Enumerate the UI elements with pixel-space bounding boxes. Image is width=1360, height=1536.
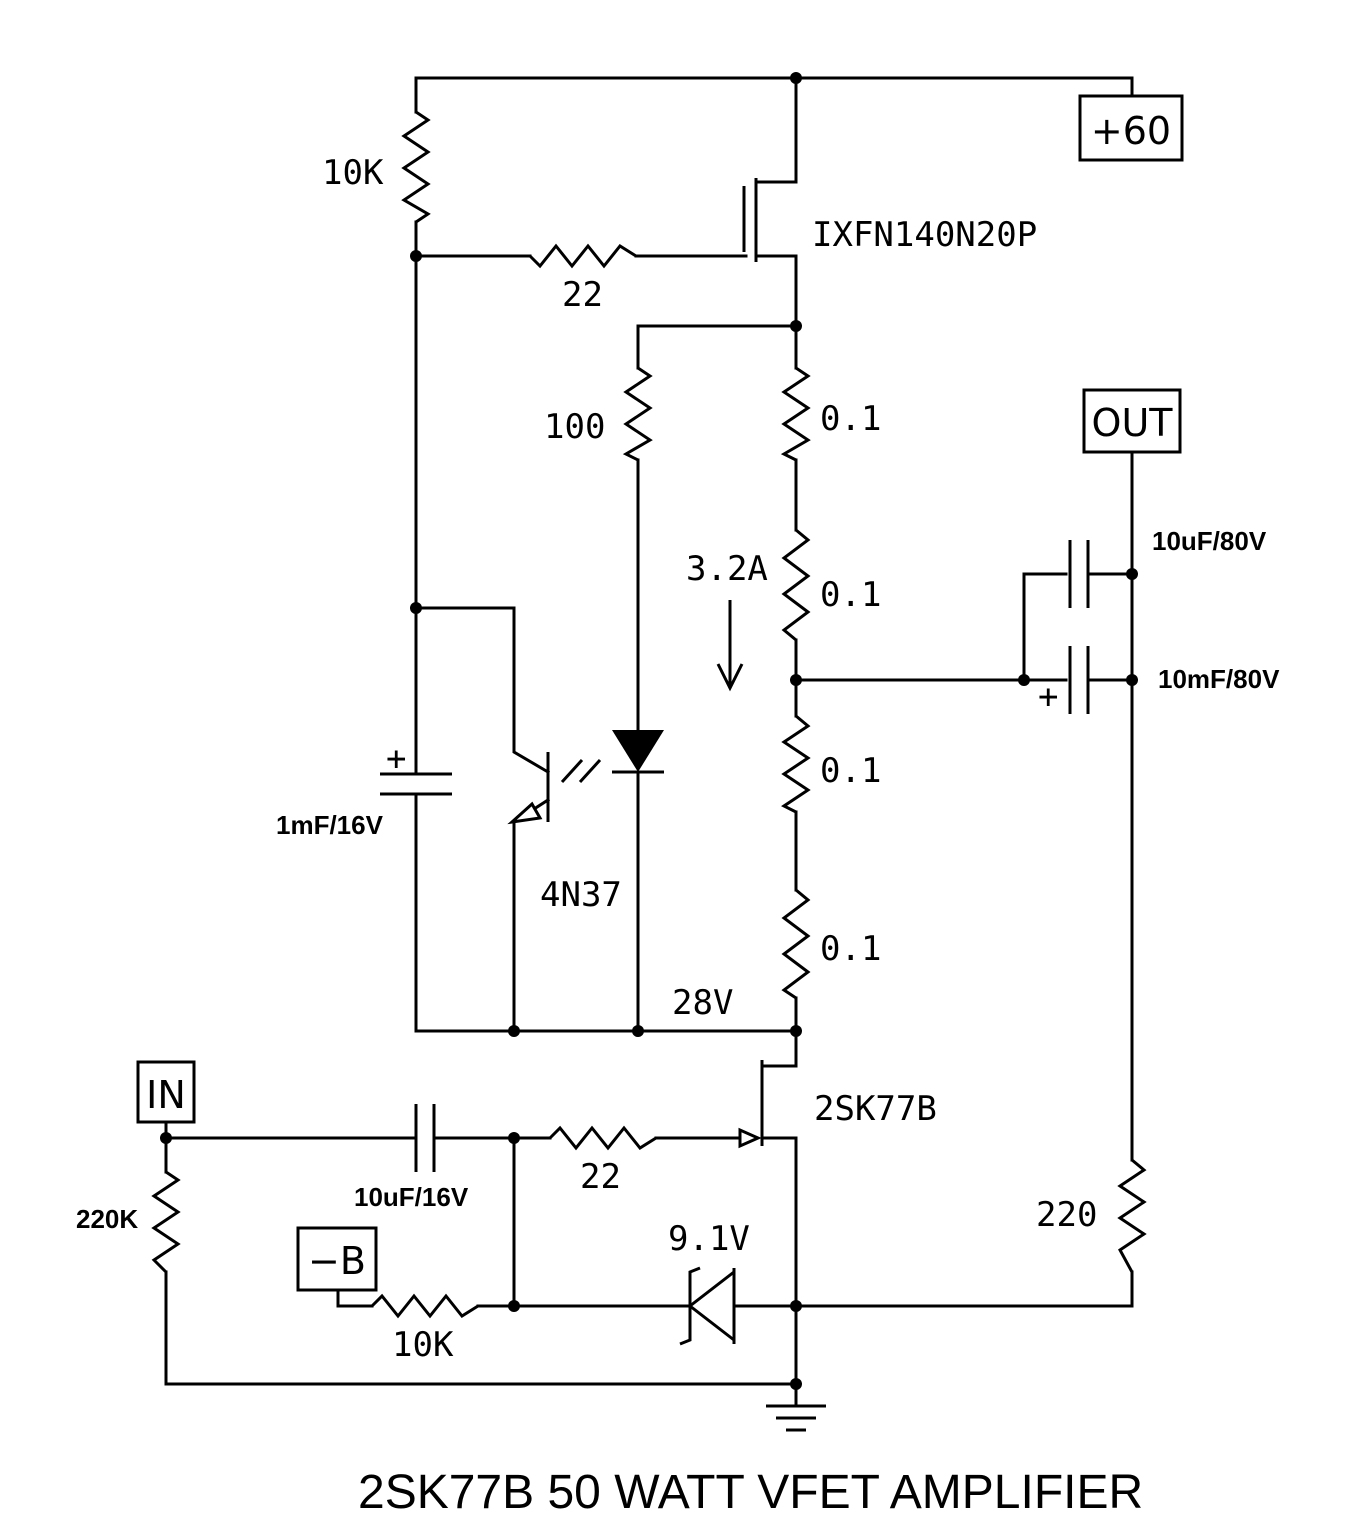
terminal-neg-bias-label: −B: [308, 1239, 366, 1283]
terminal-supply-label: +60: [1091, 109, 1171, 153]
wire-vfet-source: [760, 1136, 798, 1386]
mosfet-symbol: [742, 178, 758, 262]
wire-negb: [336, 1288, 374, 1308]
wire-vfet-drain: [760, 1029, 798, 1068]
wire-opto-collector: [414, 606, 551, 775]
vfet-symbol: [738, 1060, 764, 1149]
polarity-plus-10mf: +: [1038, 677, 1058, 717]
polarity-plus-1mf: +: [386, 739, 406, 779]
label-mosfet: IXFN140N20P: [812, 215, 1037, 255]
resistor-0.1-4: [781, 888, 811, 1000]
resistor-0.1-2: [781, 528, 811, 642]
label-r-sense-2: 0.1: [820, 575, 881, 615]
wire-source: [754, 254, 798, 370]
wire-220k-to-ground: [164, 1270, 798, 1386]
label-r-sense-4: 0.1: [820, 929, 881, 969]
resistor-100: [622, 366, 653, 462]
current-arrow-icon: [716, 600, 744, 692]
label-node-voltage: 28V: [672, 983, 733, 1023]
phototransistor-symbol: [507, 752, 602, 825]
label-r-100: 100: [544, 407, 605, 447]
led-symbol: [612, 730, 664, 774]
label-cap-in: 10uF/16V: [354, 1182, 469, 1212]
capacitor-10mf-80v: [1068, 646, 1090, 714]
capacitor-10uf-80v: [1068, 540, 1090, 608]
label-cap-out-large: 10mF/80V: [1158, 664, 1280, 694]
capacitor-10uf-16v: [414, 1104, 436, 1172]
resistor-220: [1117, 1158, 1147, 1273]
wire-top-rail: [414, 76, 1134, 114]
label-r-sense-1: 0.1: [820, 399, 881, 439]
wire-cap-small-left: [1022, 572, 1068, 682]
label-r-bias-10k: 10K: [392, 1325, 454, 1365]
label-opto: 4N37: [540, 875, 622, 915]
zener-symbol: [679, 1266, 736, 1346]
wire-100-top: [636, 324, 798, 370]
ground-icon: [766, 1404, 826, 1432]
resistor-22-gate: [528, 243, 637, 269]
terminal-box-output: [1082, 388, 1182, 454]
resistor-0.1-1: [780, 366, 811, 462]
resistor-10k-bias: [370, 1293, 479, 1319]
label-r-220: 220: [1036, 1195, 1097, 1235]
capacitor-1mf: [380, 748, 452, 810]
resistor-0.1-3: [781, 714, 811, 814]
terminal-box-input: [136, 1060, 196, 1124]
label-r-top-10k: 10K: [322, 153, 384, 193]
junction-dots: [160, 72, 1138, 1390]
wire-220-bottom: [794, 1270, 1134, 1308]
resistor-220k: [151, 1170, 181, 1274]
terminal-output-label: OUT: [1092, 401, 1174, 445]
label-r-sense-3: 0.1: [820, 751, 881, 791]
diagram-title: 2SK77B 50 WATT VFET AMPLIFIER: [358, 1466, 1143, 1519]
resistor-10k-top: [401, 110, 431, 224]
terminal-box-supply: [1078, 94, 1184, 162]
label-zener: 9.1V: [668, 1219, 750, 1259]
label-current: 3.2A: [686, 549, 768, 589]
wire-left-column-bottom: [414, 794, 798, 1033]
label-cap-out-small: 10uF/80V: [1152, 526, 1267, 556]
terminal-input-label: IN: [146, 1073, 186, 1117]
label-r-gate-22: 22: [562, 275, 603, 315]
label-r-in-22: 22: [580, 1157, 621, 1197]
label-vfet: 2SK77B: [814, 1089, 937, 1129]
wire-opto-emitter: [512, 797, 551, 1033]
terminal-box-neg-bias: [296, 1226, 378, 1292]
resistor-22-input: [548, 1125, 657, 1151]
label-cap-1mf: 1mF/16V: [276, 810, 384, 840]
wire-drain: [754, 76, 798, 184]
label-r-220k: 220K: [76, 1204, 138, 1234]
